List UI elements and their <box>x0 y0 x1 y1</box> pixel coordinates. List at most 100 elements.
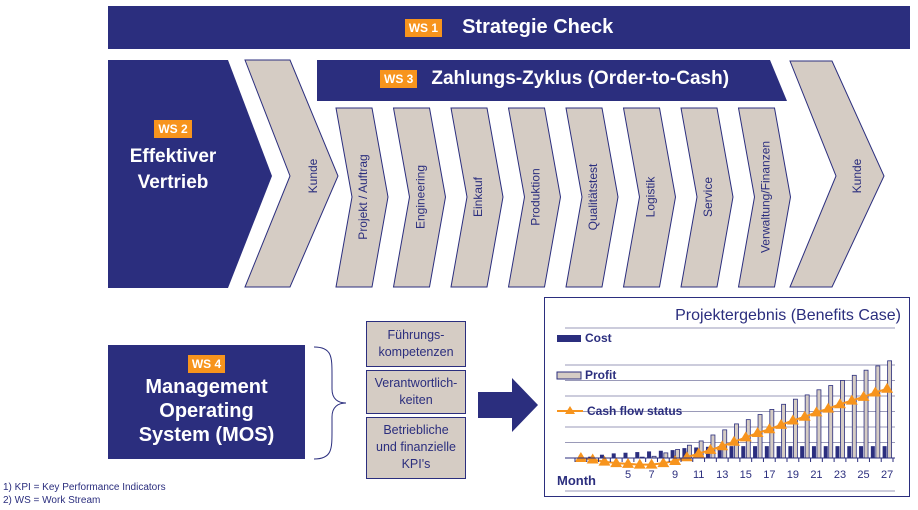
footnote-kpi: 1) KPI = Key Performance Indicators <box>3 482 166 493</box>
x-tick-label: 7 <box>648 469 654 481</box>
cashflow-marker <box>728 435 740 446</box>
legend-profit-label: Profit <box>585 368 616 382</box>
chevron-step-label: Produktion <box>529 168 543 225</box>
cashflow-marker <box>786 414 799 425</box>
cashflow-marker <box>657 457 670 468</box>
cost-bar <box>717 446 722 458</box>
profit-bar <box>828 385 834 459</box>
cashflow-marker <box>822 402 835 413</box>
cashflow-marker <box>845 394 858 405</box>
right-arrow-icon <box>478 378 538 432</box>
cost-bar <box>741 446 746 458</box>
profit-bar <box>851 374 857 459</box>
legend-cost-label: Cost <box>585 331 612 345</box>
chart-title: Projektergebnis (Benefits Case) <box>675 307 901 324</box>
cost-bar <box>588 456 593 458</box>
profit-bar <box>875 365 881 459</box>
footnote-ws: 2) WS = Work Stream <box>3 495 101 506</box>
chevron-step <box>565 107 619 288</box>
ws2-effektiver-vertrieb-arrow <box>108 60 272 288</box>
cost-bar <box>670 450 675 458</box>
x-tick-label: 13 <box>716 469 728 481</box>
x-tick-label: 17 <box>763 469 775 481</box>
x-tick-label: 9 <box>672 469 678 481</box>
x-tick-label: 5 <box>625 469 631 481</box>
cashflow-marker <box>775 418 788 429</box>
chevron-step <box>392 107 447 288</box>
profit-bar <box>816 389 822 459</box>
x-tick-label: 27 <box>881 469 893 481</box>
cost-bar <box>764 446 769 458</box>
cashflow-marker <box>810 406 823 417</box>
profit-bar <box>781 403 787 459</box>
cost-bar <box>788 446 793 458</box>
ws2-title: Effektiver Vertrieb <box>108 144 238 196</box>
profit-bar <box>804 394 810 459</box>
component-line: KPI's <box>401 457 431 471</box>
x-tick-label: 21 <box>810 469 822 481</box>
cashflow-marker <box>798 410 811 421</box>
cost-bar <box>835 446 840 458</box>
ws1-badge: WS 1 <box>404 18 443 37</box>
ws2-badge: WS 2 <box>154 120 192 138</box>
chevron-kunde-start-label: Kunde <box>306 158 320 193</box>
cost-bar <box>599 454 604 458</box>
ws3-badge: WS 3 <box>380 70 418 88</box>
ws2-text: WS 2 Effektiver Vertrieb <box>108 120 238 196</box>
chevron-step <box>450 107 504 288</box>
profit-bar <box>675 449 681 459</box>
ws4-mos-box: WS 4 Management Operating System (MOS) <box>108 345 305 459</box>
profit-bar <box>663 452 669 459</box>
cashflow-marker <box>834 398 846 409</box>
cashflow-marker <box>869 386 882 397</box>
x-tick-label: 11 <box>693 469 704 481</box>
ws4-title-line1: Management <box>145 376 268 398</box>
component-verantwortlichkeiten: Verantwortlich- keiten <box>366 370 466 414</box>
cashflow-marker <box>633 458 646 469</box>
component-line: keiten <box>399 393 433 407</box>
cashflow-marker <box>881 382 894 393</box>
cost-bar <box>623 452 628 458</box>
cashflow-marker <box>610 457 623 468</box>
component-line: Verantwortlich- <box>374 376 458 390</box>
x-tick-label: 23 <box>834 469 846 481</box>
chart-svg: Projektergebnis (Benefits Case) 5 7 9 11 13 1… <box>556 307 901 492</box>
profit-bar <box>863 369 869 459</box>
cost-bar <box>753 446 758 458</box>
chevron-step <box>507 107 562 288</box>
chevron-step <box>335 107 389 288</box>
cashflow-marker <box>857 390 870 401</box>
cost-bar <box>870 446 875 458</box>
component-kpis: Betriebliche und finanzielle KPI's <box>366 417 466 479</box>
cashflow-marker <box>704 443 717 454</box>
cost-bar <box>729 446 734 458</box>
ws4-title-line3: System (MOS) <box>138 424 275 446</box>
cashflow-marker <box>716 440 729 451</box>
cashflow-marker <box>692 447 705 458</box>
ws2-title-line1: Effektiver <box>129 146 217 167</box>
chevron-step-label: Qualitätstest <box>586 163 600 230</box>
chevron-step-label: Einkauf <box>471 176 485 217</box>
cashflow-marker <box>751 426 764 437</box>
cost-bar <box>823 446 828 458</box>
chevron-step <box>737 107 792 288</box>
chevron-step <box>622 107 677 288</box>
cost-bar <box>847 446 852 458</box>
ws3-text: WS 3 Zahlungs-Zyklus (Order-to-Cash) <box>380 68 729 90</box>
chevron-step-label: Verwaltung/Finanzen <box>759 141 773 253</box>
chevron-step <box>680 107 734 288</box>
cost-bar <box>882 446 887 458</box>
ws3-zahlungs-zyklus-banner <box>317 60 787 101</box>
chevron-step-label: Logistik <box>644 176 658 218</box>
cashflow-marker <box>763 423 776 434</box>
ws2-title-line2: Vertrieb <box>137 172 209 193</box>
cashflow-marker <box>574 452 587 462</box>
cashflow-marker <box>680 451 693 462</box>
ws4-badge: WS 4 <box>187 355 226 373</box>
cashflow-marker <box>645 458 658 469</box>
benefits-case-chart: Projektergebnis (Benefits Case) 5 7 9 11 13 1… <box>544 297 910 497</box>
cost-bar <box>611 453 616 458</box>
ws4-title-line2: Operating <box>159 400 254 422</box>
cost-bar <box>658 450 663 458</box>
